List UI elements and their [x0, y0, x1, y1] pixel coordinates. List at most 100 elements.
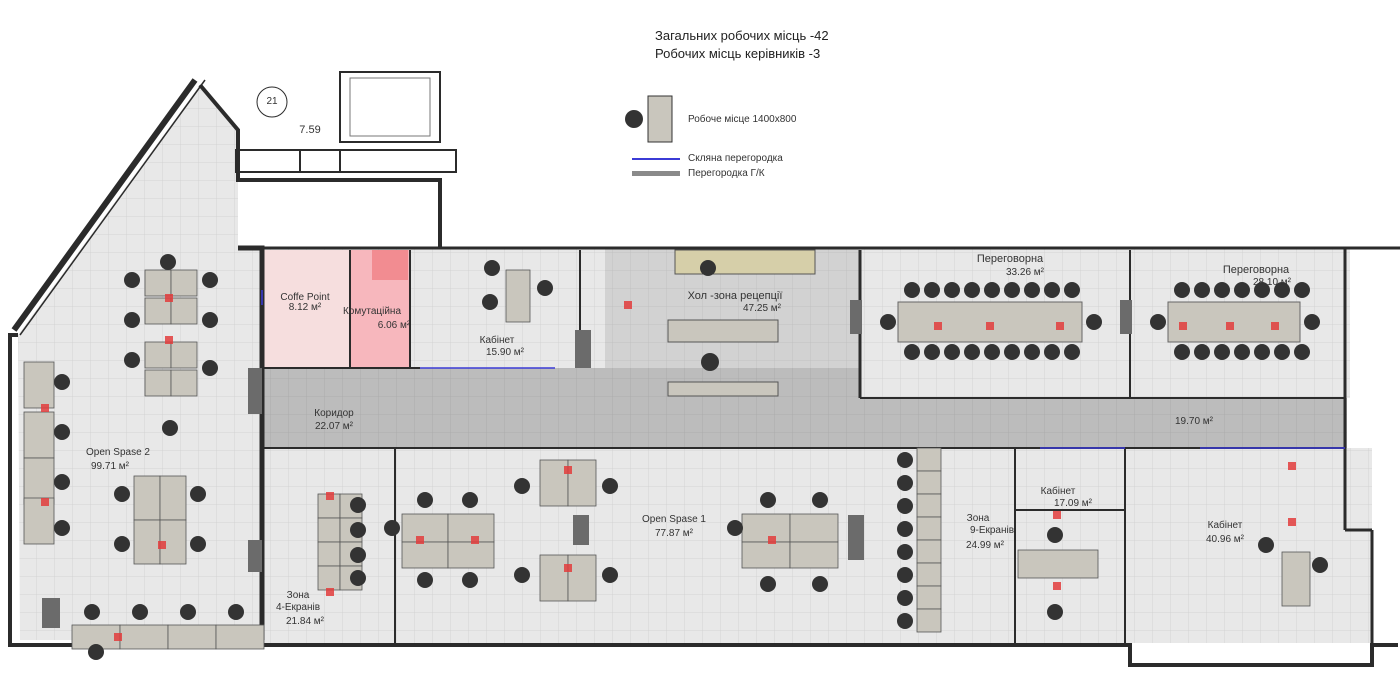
desk: [317, 517, 341, 543]
chair: [1274, 282, 1290, 298]
cabinet-1-name: Кабінет: [479, 335, 515, 346]
desk: [567, 459, 597, 507]
power-marker: [1056, 322, 1064, 330]
open-space-1-area: 77.87 м²: [654, 528, 694, 539]
chair: [944, 282, 960, 298]
power-marker: [934, 322, 942, 330]
chair: [602, 567, 618, 583]
chair: [1044, 282, 1060, 298]
chair: [812, 576, 828, 592]
desk: [447, 541, 495, 569]
chair: [417, 572, 433, 588]
chair: [1047, 527, 1063, 543]
power-marker: [564, 564, 572, 572]
chair: [1064, 344, 1080, 360]
chair: [812, 492, 828, 508]
chair: [132, 604, 148, 620]
chair: [514, 567, 530, 583]
desk: [789, 513, 839, 543]
desk: [916, 516, 942, 541]
chair: [1024, 282, 1040, 298]
power-marker: [986, 322, 994, 330]
chair: [897, 521, 913, 537]
power-marker: [41, 498, 49, 506]
open-space-2-area: 99.71 м²: [90, 461, 130, 472]
desk: [916, 562, 942, 587]
chair: [1024, 344, 1040, 360]
chair: [1194, 344, 1210, 360]
columns: [42, 300, 1132, 628]
chair: [1254, 282, 1270, 298]
desk: [741, 541, 791, 569]
power-marker: [165, 294, 173, 302]
chair: [924, 282, 940, 298]
chair: [897, 567, 913, 583]
desk: [567, 554, 597, 602]
coffee-point-area: 8.12 м²: [288, 302, 322, 313]
desk: [170, 369, 198, 397]
chair: [462, 492, 478, 508]
desk: [1017, 549, 1099, 579]
chair: [897, 590, 913, 606]
chair: [924, 344, 940, 360]
chair: [54, 424, 70, 440]
legend-graphics: [625, 95, 680, 176]
chair: [190, 486, 206, 502]
chair: [897, 613, 913, 629]
power-markers: [41, 294, 1296, 641]
glass-partitions: [261, 290, 1345, 449]
desk: [916, 585, 942, 610]
desk: [916, 608, 942, 633]
chair: [1294, 344, 1310, 360]
power-marker: [416, 536, 424, 544]
power-marker: [1288, 518, 1296, 526]
chair: [54, 474, 70, 490]
chair: [897, 544, 913, 560]
chair: [54, 520, 70, 536]
cabinet-2-area: 17.09 м²: [1053, 498, 1093, 509]
reception-name: Хол -зона рецепції: [687, 290, 783, 302]
desk: [167, 624, 217, 650]
chair: [602, 478, 618, 494]
desk: [401, 513, 449, 543]
desk: [317, 565, 341, 591]
desk: [144, 269, 172, 297]
desk: [133, 519, 161, 565]
chair: [350, 497, 366, 513]
power-marker: [768, 536, 776, 544]
chair: [897, 452, 913, 468]
power-marker: [471, 536, 479, 544]
cabinet-1-area: 15.90 м²: [485, 347, 525, 358]
desk: [1281, 551, 1311, 607]
chair: [202, 360, 218, 376]
chair: [228, 604, 244, 620]
power-marker: [1053, 582, 1061, 590]
desk: [170, 297, 198, 325]
chair: [202, 312, 218, 328]
meeting-1-name: Переговорна: [976, 253, 1044, 265]
chair: [124, 352, 140, 368]
chair: [1214, 282, 1230, 298]
desks: [23, 269, 1311, 650]
chair: [944, 344, 960, 360]
chair: [760, 492, 776, 508]
chair: [190, 536, 206, 552]
zone-9-sub: 9-Екранів: [969, 525, 1015, 536]
chair: [1174, 282, 1190, 298]
chair: [1086, 314, 1102, 330]
desk: [23, 361, 55, 409]
zone-4-sub: 4-Екранів: [275, 602, 321, 613]
chair: [350, 547, 366, 563]
corridor-2-area: 19.70 м²: [1174, 416, 1214, 427]
chair: [1150, 314, 1166, 330]
power-marker: [1179, 322, 1187, 330]
chair: [1047, 604, 1063, 620]
chair: [897, 475, 913, 491]
chair: [727, 520, 743, 536]
desk: [916, 470, 942, 495]
chair: [1194, 282, 1210, 298]
power-marker: [1053, 511, 1061, 519]
chair: [114, 536, 130, 552]
chair: [760, 576, 776, 592]
desk: [159, 519, 187, 565]
